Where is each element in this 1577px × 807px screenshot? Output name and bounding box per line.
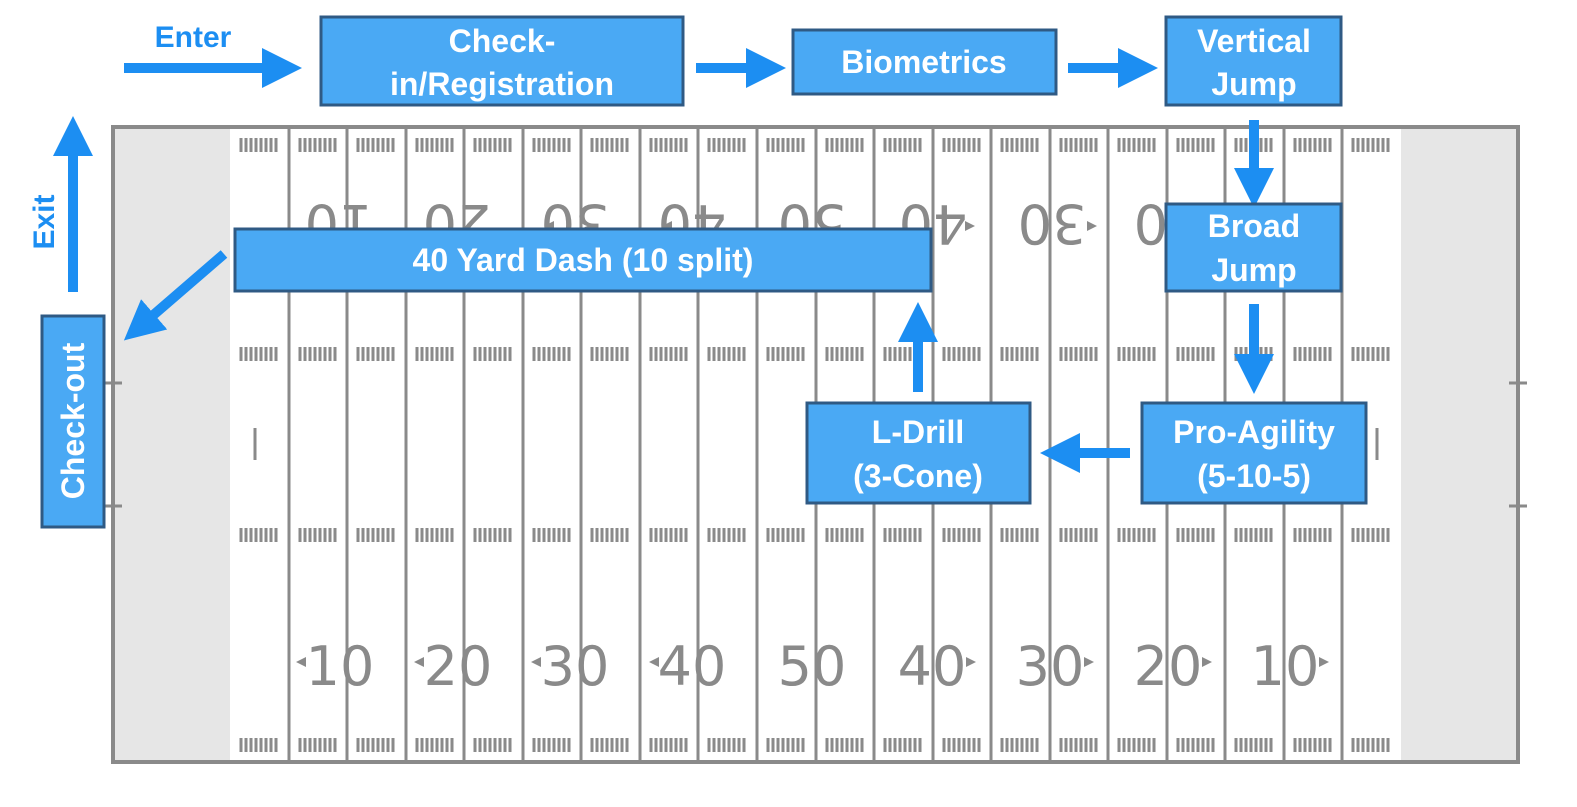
yard-number-bottom: 50 [778, 635, 847, 698]
station-label-line: Check- [449, 23, 556, 59]
station-broad-jump: Broad Jump [1164, 202, 1343, 293]
station-l-drill: L-Drill (3-Cone) [805, 401, 1032, 505]
enter-label: Enter [155, 21, 232, 54]
station-vertical-jump: Vertical Jump [1164, 15, 1343, 107]
yard-number-bottom: 40 [658, 635, 727, 698]
yard-number-bottom: 40 [898, 635, 967, 698]
station-label-line: Pro-Agility [1173, 414, 1335, 450]
station-40-yard-dash: 40 Yard Dash (10 split) [233, 227, 933, 293]
station-check-out: Check-out [40, 314, 106, 529]
yard-number-bottom: 20 [1134, 635, 1203, 698]
hash-marks [239, 138, 1390, 752]
station-label-line: 40 Yard Dash (10 split) [413, 242, 754, 278]
yard-number-bottom: 20 [424, 635, 493, 698]
exit-label: Exit [28, 194, 61, 249]
station-label-line: Jump [1211, 252, 1296, 288]
yard-number-bottom: 30 [541, 635, 610, 698]
station-label-line: (3-Cone) [853, 458, 983, 494]
station-label-line: L-Drill [872, 414, 964, 450]
station-checkin-registration: Check- in/Registration [319, 15, 685, 107]
left-endzone [115, 129, 230, 760]
bottom-yard-numbers: 10 20 30 40 50 40 30 20 10 [306, 635, 1320, 698]
flow-arrows [53, 48, 1274, 473]
station-label-line: Biometrics [841, 44, 1006, 80]
station-label-line: Jump [1211, 66, 1296, 102]
arrow-dash-to-checkout [123, 250, 228, 341]
station-label-line: Broad [1208, 208, 1300, 244]
station-label-line: Vertical [1197, 23, 1311, 59]
station-pro-agility: Pro-Agility (5-10-5) [1140, 401, 1368, 505]
station-label-line: (5-10-5) [1197, 458, 1311, 494]
yard-number-bottom: 10 [306, 635, 375, 698]
direction-triangles [296, 221, 1329, 667]
yard-number-top: 30 [1018, 192, 1087, 255]
station-label-line: Check-out [55, 342, 91, 499]
inbound-markers [104, 381, 1527, 508]
station-biometrics: Biometrics [791, 28, 1058, 96]
yard-number-bottom: 30 [1016, 635, 1085, 698]
station-label-line: in/Registration [390, 66, 614, 102]
yard-number-bottom: 10 [1251, 635, 1320, 698]
right-endzone [1401, 129, 1516, 760]
